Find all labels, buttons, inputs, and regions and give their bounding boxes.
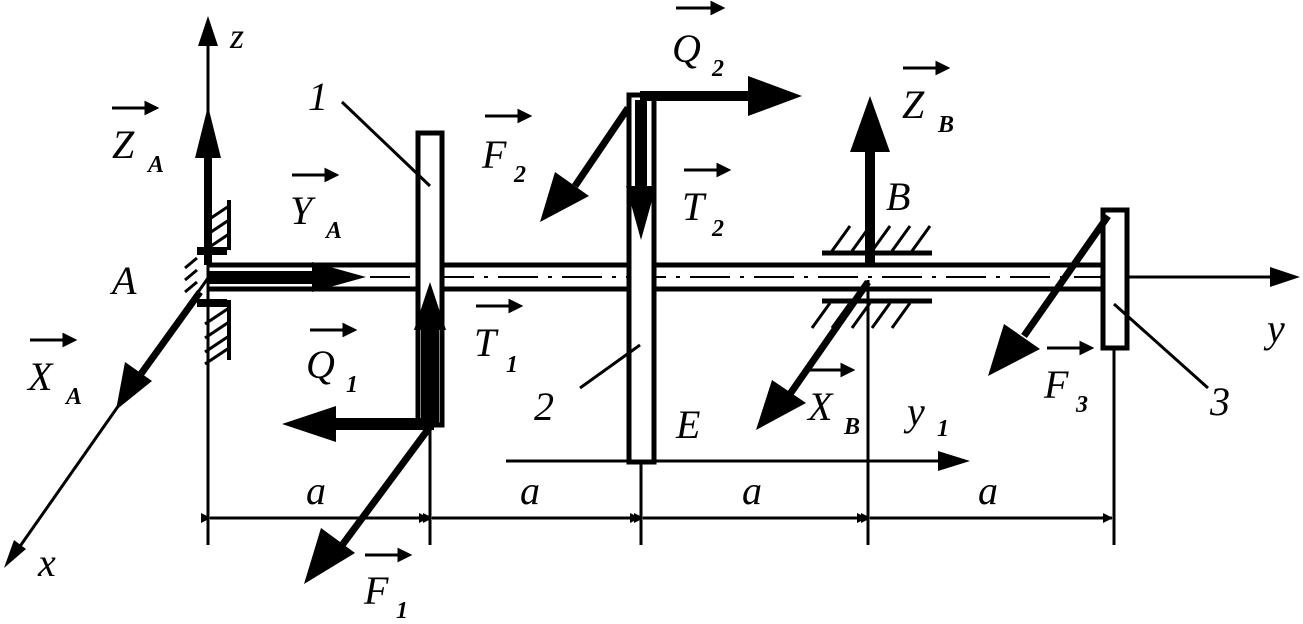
svg-text:2: 2 — [711, 56, 724, 82]
force-f1-arrow — [304, 421, 435, 584]
label-xa: X A — [26, 354, 82, 410]
dimension-a-2: a — [520, 468, 540, 513]
svg-text:A: A — [146, 152, 164, 178]
svg-text:X: X — [806, 384, 834, 429]
force-q2-arrow — [640, 76, 802, 116]
svg-text:2: 2 — [513, 162, 526, 188]
svg-text:Y: Y — [290, 188, 316, 233]
svg-text:F: F — [363, 568, 389, 613]
x-axis-label: x — [37, 540, 56, 585]
label-t1: T 1 — [474, 320, 518, 378]
svg-text:F: F — [1043, 362, 1069, 407]
dimension-a-1: a — [306, 468, 326, 513]
leader-3 — [1113, 302, 1209, 390]
point-a-label: A — [109, 258, 137, 303]
force-zb-arrow — [850, 96, 890, 265]
svg-text:F: F — [481, 132, 507, 177]
force-t2-arrow — [626, 100, 656, 240]
dimension-a-4: a — [978, 468, 998, 513]
svg-text:B: B — [937, 112, 954, 138]
svg-text:X: X — [26, 354, 54, 399]
svg-text:1: 1 — [396, 598, 408, 624]
force-f2-arrow — [540, 106, 631, 222]
svg-text:Q: Q — [306, 342, 335, 387]
leader-1 — [340, 100, 432, 188]
label-q1: Q 1 — [306, 342, 358, 398]
force-ya-arrow — [208, 262, 366, 292]
svg-text:1: 1 — [506, 352, 518, 378]
part-2-label: 2 — [534, 384, 554, 429]
y-axis — [1100, 267, 1300, 287]
label-f3: F 3 — [1043, 362, 1088, 418]
svg-text:B: B — [843, 414, 860, 440]
y1-axis — [506, 451, 970, 471]
force-xa-arrow — [116, 289, 203, 410]
y1-axis-label: y — [903, 389, 925, 434]
svg-text:2: 2 — [711, 216, 724, 242]
force-f3-arrow — [988, 213, 1111, 376]
svg-text:A: A — [324, 218, 342, 244]
svg-text:T: T — [682, 184, 707, 229]
svg-text:Z: Z — [902, 82, 925, 127]
label-xb: X B — [806, 384, 860, 440]
label-f2: F 2 — [481, 132, 526, 188]
wheel-3 — [1100, 207, 1130, 351]
force-q1-arrow — [282, 406, 434, 442]
force-t1-arrow — [414, 282, 446, 425]
point-e-label: E — [675, 402, 700, 447]
leader-2 — [579, 343, 641, 390]
vector-bars — [30, 0, 1095, 563]
label-f1: F 1 — [363, 568, 408, 624]
force-za-arrow — [195, 106, 221, 265]
dimension-lines — [201, 290, 1116, 545]
label-q2: Q 2 — [672, 26, 724, 82]
label-za: Z A — [112, 122, 164, 178]
label-zb: Z B — [902, 82, 954, 138]
svg-text:3: 3 — [1075, 392, 1088, 418]
svg-text:A: A — [64, 384, 82, 410]
y-axis-label: y — [1263, 306, 1285, 351]
y1-axis-subscript: 1 — [937, 416, 949, 442]
part-1-label: 1 — [308, 74, 328, 119]
svg-text:1: 1 — [346, 372, 358, 398]
svg-text:Q: Q — [672, 26, 701, 71]
z-axis-label: z — [229, 16, 244, 56]
label-t2: T 2 — [682, 184, 724, 242]
point-b-label: B — [886, 174, 910, 219]
label-ya: Y A — [290, 188, 342, 244]
svg-text:Z: Z — [112, 122, 135, 167]
dimension-a-3: a — [742, 468, 762, 513]
svg-text:T: T — [474, 320, 499, 365]
part-3-label: 3 — [1209, 379, 1230, 424]
force-xb-arrow — [756, 279, 871, 545]
